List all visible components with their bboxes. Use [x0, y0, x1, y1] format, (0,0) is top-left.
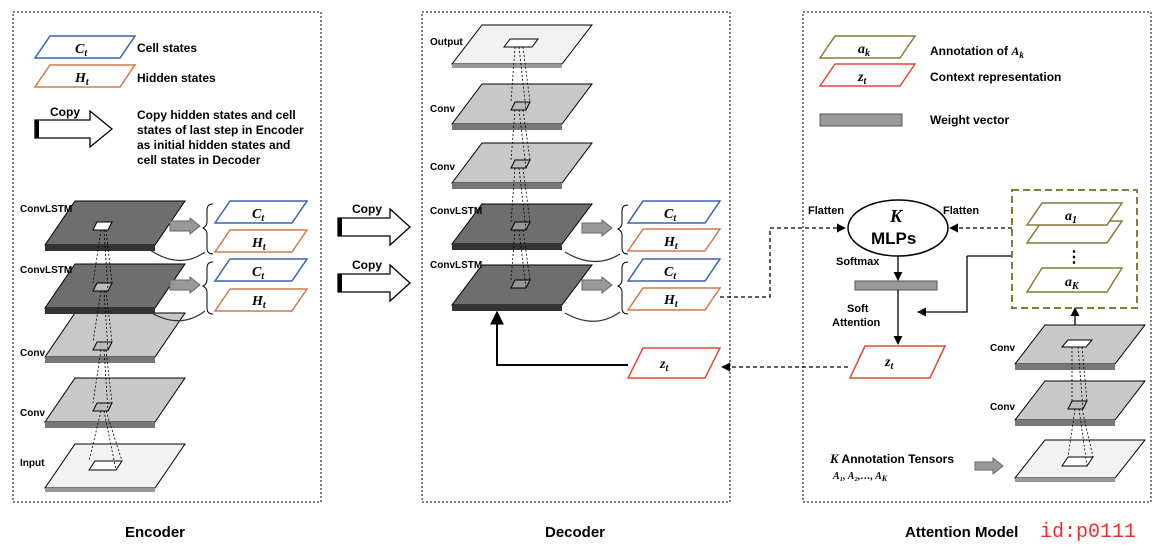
- annotation-of-label: Annotation of Ak: [930, 44, 1024, 60]
- encoder-states-top: Ct Ht: [149, 200, 309, 262]
- encoder-states-bottom: Ct Ht: [149, 258, 309, 322]
- copy-arrow-2: Copy: [337, 258, 411, 303]
- encoder-layer-convlstm-1: ConvLSTM: [20, 204, 72, 215]
- decoder-stack: Output Conv Conv ConvLSTM ConvLSTM: [430, 24, 594, 311]
- soft-attention-label: Soft Attention: [832, 303, 881, 329]
- legend-cell-state: Ct Cell states: [33, 35, 197, 59]
- a1-symbol: a1: [1065, 209, 1077, 226]
- annotation-a1: a1: [1025, 202, 1124, 244]
- mlp-label: MLPs: [871, 229, 916, 248]
- attention-legend: ak Annotation of Ak zt Context represent…: [818, 35, 1061, 127]
- encoder-layer-conv-1: Conv: [20, 348, 45, 359]
- dec-c-bottom: Ct: [664, 265, 677, 282]
- enc-h-bottom: Ht: [251, 294, 267, 311]
- enc-h-top: Ht: [251, 236, 267, 253]
- decoder-layer-convlstm-2: ConvLSTM: [430, 260, 482, 271]
- softmax-label: Softmax: [836, 256, 880, 268]
- encoder-title: Encoder: [125, 524, 185, 541]
- dec-h-top: Ht: [663, 235, 679, 252]
- dec-c-top: Ct: [664, 207, 677, 224]
- decoder-states-top: Ct Ht: [564, 200, 722, 263]
- attention-stack: Conv Conv: [990, 324, 1147, 482]
- legend-copy: Copy Copy hidden states and cell states …: [34, 105, 307, 167]
- dec-h-bottom: Ht: [663, 293, 679, 310]
- copy-arrow-1: Copy: [337, 202, 411, 247]
- legend-hidden-state: Ht Hidden states: [33, 64, 216, 88]
- att-z-symbol: zt: [884, 355, 894, 372]
- aK-symbol: aK: [1065, 275, 1080, 292]
- mlp-k: K: [889, 206, 904, 226]
- flatten-left-label: Flatten: [808, 205, 844, 217]
- context-symbol: zt: [857, 70, 867, 87]
- attention-layer-conv-2: Conv: [990, 402, 1015, 413]
- enc-c-bottom: Ct: [252, 265, 265, 282]
- encoder-panel: [12, 11, 322, 503]
- weight-vector-label: Weight vector: [930, 113, 1009, 127]
- copy-arrow-2-label: Copy: [352, 258, 382, 272]
- hidden-states-label: Hidden states: [137, 71, 216, 85]
- copy-label: Copy: [50, 105, 80, 119]
- watermark: id:p0111: [1040, 521, 1136, 544]
- attention-layer-conv-1: Conv: [990, 343, 1015, 354]
- cell-state-symbol: Ct: [75, 42, 88, 59]
- decoder-layer-output: Output: [430, 37, 463, 48]
- encoder-layer-input: Input: [20, 458, 45, 469]
- attention-title: Attention Model: [905, 524, 1018, 541]
- mlp-node: K MLPs: [847, 199, 949, 257]
- attention-panel: [802, 11, 1152, 503]
- decoder-layer-conv-1: Conv: [430, 104, 455, 115]
- copy-arrow-1-label: Copy: [352, 202, 382, 216]
- copy-description: Copy hidden states and cell states of la…: [137, 108, 307, 167]
- enc-c-top: Ct: [252, 207, 265, 224]
- hidden-state-symbol: Ht: [74, 71, 90, 88]
- decoder-layer-conv-2: Conv: [430, 162, 455, 173]
- annotation-tensors-label: K Annotation Tensors: [829, 451, 954, 466]
- attention-z-box: [848, 345, 947, 379]
- encoder-layer-conv-2: Conv: [20, 408, 45, 419]
- annotation-tensors-list: A₁, A₂,…, AK: [832, 471, 888, 483]
- annotation-symbol: ak: [858, 42, 870, 59]
- tensors-arrow: [974, 456, 1004, 476]
- decoder-context-z: zt: [490, 310, 722, 379]
- decoder-title: Decoder: [545, 524, 605, 541]
- decoder-layer-convlstm-1: ConvLSTM: [430, 206, 482, 217]
- decoder-states-bottom: Ct Ht: [564, 258, 722, 322]
- dec-z-symbol: zt: [659, 357, 669, 374]
- context-label: Context representation: [930, 70, 1061, 84]
- decoder-panel: [421, 11, 731, 503]
- encoder-stack: ConvLSTM ConvLSTM Conv Conv Input: [20, 200, 186, 492]
- annotation-aK: aK: [1025, 267, 1124, 293]
- encoder-layer-convlstm-2: ConvLSTM: [20, 265, 72, 276]
- weight-bar: [854, 280, 938, 291]
- cell-states-label: Cell states: [137, 41, 197, 55]
- annotation-ellipsis: ⋮: [1066, 249, 1082, 266]
- flatten-right-label: Flatten: [943, 205, 979, 217]
